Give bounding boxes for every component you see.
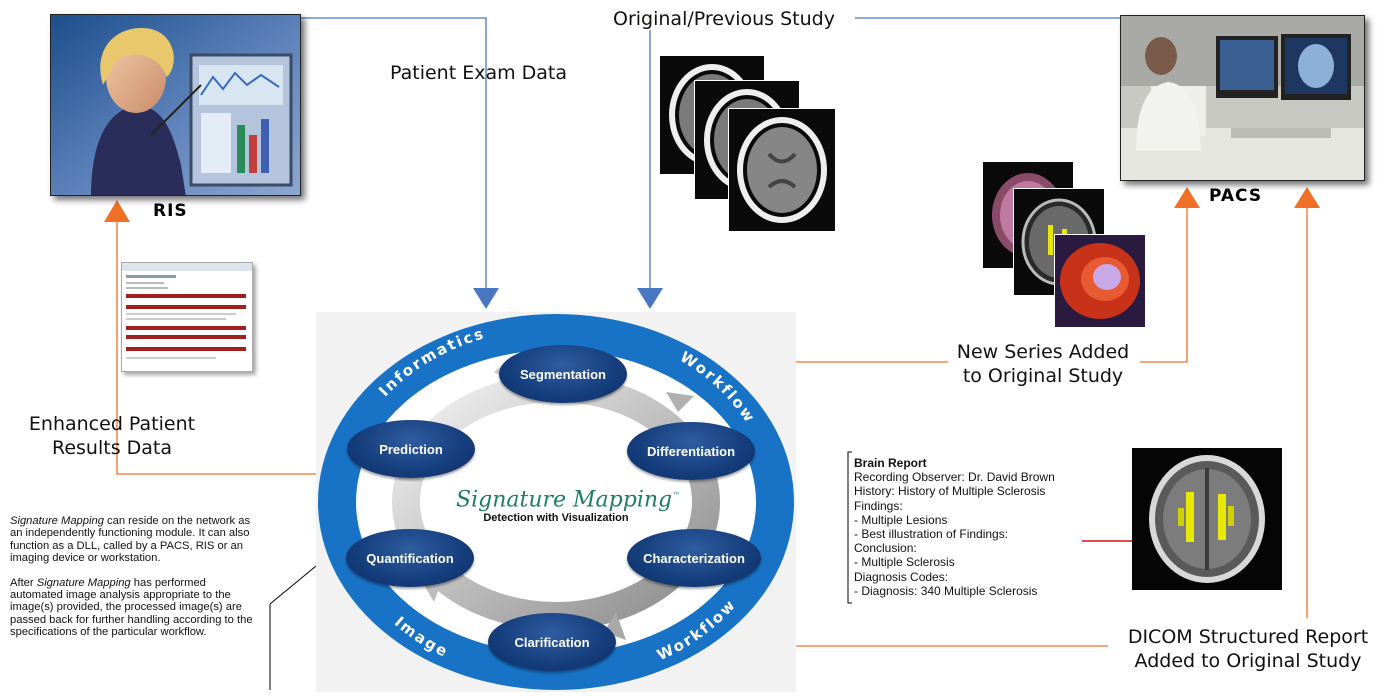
enhanced-results-line-2: Results Data [51, 437, 172, 459]
ris-label: RIS [153, 201, 188, 221]
report-line: Conclusion: [854, 541, 917, 556]
patient-exam-data-label: Patient Exam Data [390, 62, 568, 84]
brand-tagline: Detection with Visualization [483, 512, 629, 525]
report-line: - Best illustration of Findings: [854, 527, 1009, 542]
notes-text-2a: After [10, 576, 37, 589]
step-differentiation: Differentiation [627, 422, 755, 480]
brain-report: Brain Report Recording Observer: Dr. Dav… [854, 456, 1055, 598]
dicom-report-label: DICOM Structured Report Added to Origina… [1098, 625, 1391, 673]
signature-mapping-logo: Signature Mapping™ Detection with Visual… [456, 484, 680, 525]
step-characterization: Characterization [627, 529, 761, 587]
notes-text-2b: has performed automated image analysis a… [10, 576, 253, 639]
step-segmentation: Segmentation [499, 345, 627, 403]
step-quantification: Quantification [346, 529, 474, 587]
pacs-label: PACS [1209, 186, 1263, 206]
new-series-line-1: New Series Added [956, 341, 1130, 363]
report-title: Brain Report [854, 456, 927, 470]
results-document-thumbnail [121, 262, 253, 372]
report-line: Diagnosis Codes: [854, 569, 949, 584]
step-clarification: Clarification [488, 613, 616, 671]
enhanced-results-label: Enhanced Patient Results Data [12, 412, 212, 460]
report-line: Findings: [854, 498, 903, 513]
notes-paragraph-1: Signature Mapping can reside on the netw… [10, 515, 260, 565]
brand-name: Signature Mapping [456, 487, 673, 513]
report-line: - Multiple Sclerosis [854, 555, 955, 570]
ct-scan-image-3 [728, 108, 836, 232]
report-line: History: History of Multiple Sclerosis [854, 484, 1046, 499]
original-study-label: Original/Previous Study [613, 8, 835, 30]
ris-photo [50, 14, 301, 196]
report-line: Recording Observer: Dr. David Brown [854, 470, 1055, 485]
ms-brain-scan [1132, 448, 1282, 590]
brand-trademark: ™ [672, 491, 681, 500]
signature-mapping-cycle: Informatics Workflow Image Workflow Segm… [316, 312, 796, 692]
pacs-photo [1120, 15, 1365, 181]
notes-text-1: can reside on the network as an independ… [10, 515, 251, 565]
notes-paragraph-2: After Signature Mapping has performed au… [10, 577, 260, 639]
new-series-line-2: to Original Study [962, 365, 1124, 387]
step-prediction: Prediction [347, 420, 475, 478]
report-line: - Multiple Lesions [854, 512, 948, 527]
new-series-label: New Series Added to Original Study [938, 340, 1148, 388]
dicom-report-line-2: Added to Original Study [1134, 650, 1362, 672]
report-line: - Diagnosis: 340 Multiple Sclerosis [854, 583, 1038, 598]
dicom-report-line-1: DICOM Structured Report [1127, 626, 1369, 648]
new-series-image-3 [1054, 234, 1146, 328]
notes-brand-1: Signature Mapping [10, 515, 104, 527]
integration-notes: Signature Mapping can reside on the netw… [10, 515, 260, 651]
enhanced-results-line-1: Enhanced Patient [28, 413, 196, 435]
notes-brand-2: Signature Mapping [36, 576, 131, 589]
